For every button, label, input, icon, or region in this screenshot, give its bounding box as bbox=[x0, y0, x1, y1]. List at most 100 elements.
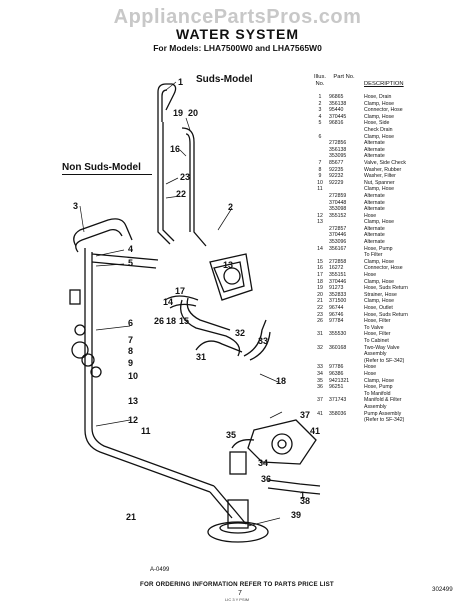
callout-35: 35 bbox=[226, 430, 237, 440]
cell-illus-no: 23 bbox=[317, 311, 323, 318]
cell-part-no: 360168 bbox=[329, 344, 347, 351]
cell-description: To Manifold bbox=[364, 390, 391, 397]
document-number: 302499 bbox=[432, 586, 453, 593]
callout-18b: 18 bbox=[276, 376, 287, 386]
callout-3: 3 bbox=[73, 201, 79, 211]
drain-hose-top bbox=[157, 83, 177, 122]
cell-description: Washer, Filter bbox=[364, 173, 396, 180]
cell-description: Check Drain bbox=[364, 126, 393, 133]
cell-illus-no: 10 bbox=[317, 179, 323, 186]
table-row: 9 92232 Washer, Filter bbox=[313, 173, 473, 180]
callout-15: 15 bbox=[179, 316, 190, 326]
callout-2: 2 bbox=[228, 202, 234, 212]
callout-32: 32 bbox=[235, 328, 246, 338]
callout-1: 1 bbox=[178, 77, 184, 87]
cell-description: Manifold & Filter bbox=[364, 397, 402, 404]
manifold-assembly bbox=[209, 253, 253, 301]
non-suds-underline bbox=[62, 174, 152, 175]
cell-description: Alternate bbox=[364, 199, 385, 206]
cell-description: Alternate bbox=[364, 232, 385, 239]
callout-33: 33 bbox=[258, 336, 269, 346]
cell-description: Valve, Side Check bbox=[364, 159, 407, 166]
cell-description: Strainer, Hose bbox=[364, 291, 397, 298]
cell-description: Clamp, Hose bbox=[364, 377, 394, 384]
cell-illus-no: 35 bbox=[317, 377, 323, 384]
cell-illus-no: 21 bbox=[317, 298, 323, 305]
table-row: Assembly bbox=[313, 351, 473, 358]
cell-description: Alternate bbox=[364, 153, 385, 160]
header-part-no: Part No. bbox=[333, 74, 355, 80]
cell-description: Clamp, Hose bbox=[364, 278, 394, 285]
cell-illus-no: 9 bbox=[318, 173, 322, 180]
table-row: Check Drain bbox=[313, 127, 473, 134]
cell-illus-no: 41 bbox=[317, 410, 323, 417]
cell-illus-no: 6 bbox=[318, 133, 322, 140]
cell-illus-no: 4 bbox=[318, 113, 322, 120]
suds-model-label: Suds-Model bbox=[196, 74, 253, 85]
cell-part-no: 92232 bbox=[329, 173, 344, 180]
table-row: To Filter bbox=[313, 252, 473, 259]
cell-illus-no: 7 bbox=[318, 159, 322, 166]
cell-part-no: 96746 bbox=[329, 311, 344, 318]
cell-part-no: 353095 bbox=[329, 153, 347, 160]
cell-illus-no: 11 bbox=[317, 186, 323, 193]
cell-part-no: 358036 bbox=[329, 410, 347, 417]
callout-5: 5 bbox=[128, 258, 134, 268]
cell-part-no: 355151 bbox=[329, 272, 347, 279]
table-row: 353095 Alternate bbox=[313, 153, 473, 160]
page-number: 7 bbox=[238, 590, 242, 597]
cell-description: Hose, Drain bbox=[364, 94, 392, 100]
cell-part-no: 355530 bbox=[329, 331, 347, 338]
cell-illus-no: 1 bbox=[318, 94, 322, 100]
cell-description: Assembly bbox=[364, 351, 387, 358]
callout-4: 4 bbox=[128, 244, 134, 254]
cell-illus-no: 34 bbox=[317, 370, 323, 377]
cell-part-no: 96816 bbox=[329, 120, 344, 127]
callout-17: 17 bbox=[175, 286, 186, 296]
callout-39: 39 bbox=[291, 510, 302, 520]
cell-part-no: 272856 bbox=[329, 140, 347, 147]
cell-part-no: 353098 bbox=[329, 206, 347, 213]
cell-description: Connector, Hose bbox=[364, 265, 403, 272]
watermark: AppliancePartsPros.com bbox=[113, 6, 362, 28]
cell-description: Hose, Pump bbox=[364, 245, 393, 252]
callout-37: 37 bbox=[300, 410, 311, 420]
cell-part-no: 371743 bbox=[329, 397, 347, 404]
cell-description: To Valve bbox=[364, 324, 384, 331]
cell-illus-no: 8 bbox=[318, 166, 322, 173]
cell-description: To Cabinet bbox=[364, 337, 389, 344]
cell-description: Clamp, Hose bbox=[364, 133, 394, 140]
cell-part-no: 16272 bbox=[329, 265, 344, 272]
callout-21: 21 bbox=[126, 512, 137, 522]
callout-41: 41 bbox=[310, 426, 321, 436]
callout-8: 8 bbox=[128, 346, 134, 356]
table-row: To Cabinet bbox=[313, 338, 473, 345]
callout-20: 20 bbox=[188, 108, 199, 118]
cell-illus-no: 20 bbox=[317, 291, 323, 298]
table-row: (Refer to SF-342) bbox=[313, 417, 473, 424]
cell-illus-no: 26 bbox=[317, 318, 323, 325]
header-description: DESCRIPTION bbox=[364, 81, 404, 87]
cell-illus-no: 17 bbox=[317, 272, 323, 279]
page-title: WATER SYSTEM bbox=[176, 26, 299, 42]
callout-26: 26 bbox=[154, 316, 165, 326]
pump-to-manifold-hose bbox=[213, 485, 247, 525]
suds-hose-loop bbox=[181, 127, 207, 247]
cell-description: Hose, Suds Return bbox=[364, 285, 408, 292]
cell-illus-no: 18 bbox=[317, 278, 323, 285]
